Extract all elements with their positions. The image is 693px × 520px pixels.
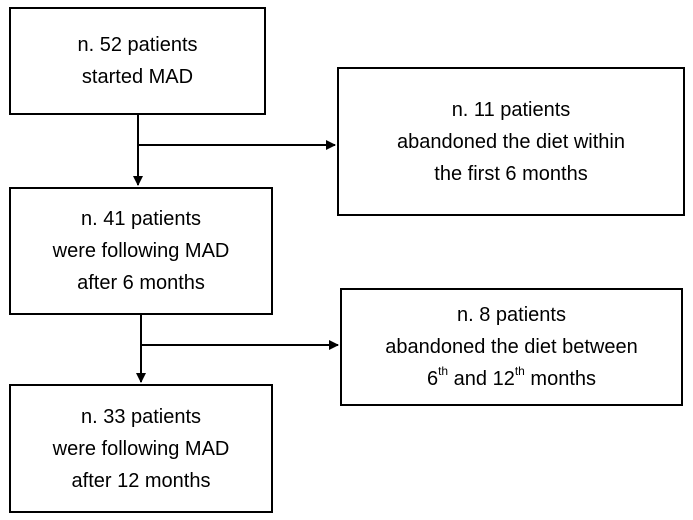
box-end-text-1: were following MAD (52, 437, 230, 460)
box-abandoned-6-to-12-months: n. 8 patients abandoned the diet between… (340, 288, 683, 406)
box-started-mad-label: started MAD (81, 66, 194, 88)
ordinal-th-2: th (514, 364, 525, 379)
box-drop2-text-1: abandoned the diet between (385, 336, 638, 358)
month-6: 6 (426, 368, 439, 390)
box-drop1-text-2: the first 6 months (434, 162, 588, 185)
and-12: and 12 (448, 368, 515, 390)
box-following-after-12-months: n. 33 patients were following MAD after … (9, 384, 273, 513)
ordinal-th-1: th (438, 364, 449, 379)
box-drop2-count: n. 8 patients (457, 304, 566, 326)
months-word: months (524, 368, 597, 390)
box-following-after-6-months: n. 41 patients were following MAD after … (9, 187, 273, 315)
box-end-count: n. 33 patients (80, 405, 202, 428)
box-abandoned-first-6-months: n. 11 patients abandoned the diet within… (337, 67, 685, 216)
box-drop1-count: n. 11 patients (451, 98, 571, 121)
box-mid-count: n. 41 patients (80, 208, 202, 230)
box-end-text-2: after 12 months (71, 469, 211, 492)
box-mid-text-1: were following MAD (52, 240, 230, 262)
box-drop1-text-1: abandoned the diet within (397, 130, 625, 153)
box-mid-text-2: after 6 months (77, 272, 205, 294)
box-drop2-text-2: 6th and 12th months (427, 363, 596, 395)
box-started-mad: n. 52 patients started MAD (9, 7, 266, 115)
box-started-mad-count: n. 52 patients (77, 34, 198, 56)
